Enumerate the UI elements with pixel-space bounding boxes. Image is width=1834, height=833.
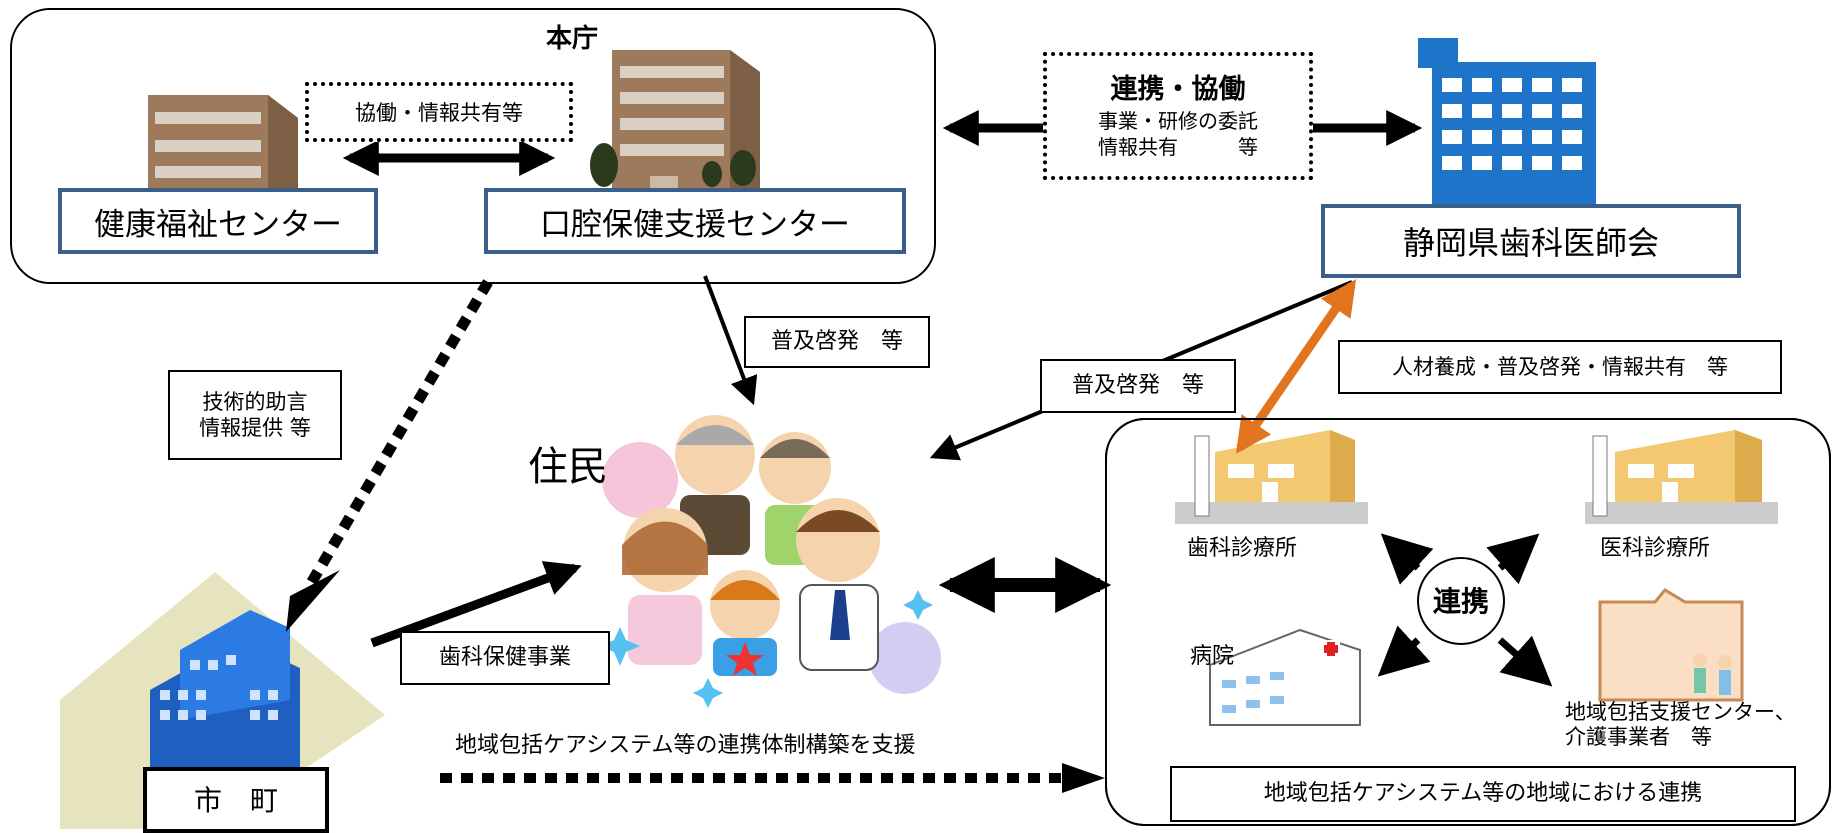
hospital-building-icon bbox=[1209, 628, 1361, 726]
medical-clinic-building-icon bbox=[1585, 430, 1778, 524]
dental-association-building-icon bbox=[1418, 38, 1596, 204]
oral-health-center-building-icon bbox=[590, 50, 760, 188]
community-footer-label: 地域包括ケアシステム等の地域における連携 bbox=[1170, 766, 1796, 822]
hub-to-dental-arrow bbox=[1380, 533, 1434, 585]
headquarters-title: 本庁 bbox=[546, 24, 599, 54]
hub-to-hospital-arrow bbox=[1377, 625, 1431, 677]
municipality-building-icon bbox=[60, 572, 385, 829]
municipality-box: 市 町 bbox=[143, 767, 329, 833]
hospital-label: 病院 bbox=[1190, 644, 1235, 669]
residents-label: 住民 bbox=[528, 444, 608, 490]
cooperation-hub: 連携 bbox=[1417, 557, 1505, 645]
residents-family-icon bbox=[600, 415, 941, 708]
technical-advice-label: 技術的助言 情報提供 等 bbox=[168, 370, 342, 460]
hub-to-care-arrow bbox=[1497, 635, 1553, 687]
health-center-building-icon bbox=[148, 95, 298, 188]
hq-to-municipality-dotted-arrow bbox=[305, 279, 493, 588]
medical-clinic-label: 医科診療所 bbox=[1600, 536, 1711, 561]
oral-health-support-center-box: 口腔保健支援センター bbox=[484, 188, 906, 254]
hub-to-medical-arrow bbox=[1486, 533, 1540, 585]
hq-cooperation-text: 協働・情報共有等 bbox=[355, 101, 523, 125]
association-link-line2: 情報共有 等 bbox=[1098, 134, 1258, 159]
care-label: 地域包括支援センター、 介護事業者 等 bbox=[1565, 700, 1796, 750]
association-link-line1: 事業・研修の委託 bbox=[1098, 108, 1258, 133]
fukyu-label-1: 普及啓発 等 bbox=[744, 316, 930, 368]
support-text: 地域包括ケアシステム等の連携体制構築を支援 bbox=[455, 733, 916, 758]
dental-health-project-label: 歯科保健事業 bbox=[400, 631, 610, 685]
hq-cooperation-label: 協働・情報共有等 bbox=[305, 82, 573, 142]
care-center-building-icon bbox=[1598, 588, 1744, 702]
hq-to-residents-arrow bbox=[703, 275, 758, 406]
dental-association-box: 静岡県歯科医師会 bbox=[1321, 204, 1741, 278]
fukyu-label-2: 普及啓発 等 bbox=[1040, 359, 1236, 413]
municipality-to-residents-arrow bbox=[370, 561, 582, 648]
association-link-box: 連携・協働 事業・研修の委託 情報共有 等 bbox=[1043, 52, 1313, 180]
association-to-dental-clinic-arrow bbox=[1235, 279, 1357, 454]
jinzai-label: 人材養成・普及啓発・情報共有 等 bbox=[1338, 340, 1782, 394]
dental-clinic-label: 歯科診療所 bbox=[1187, 536, 1298, 561]
health-welfare-center-box: 健康福祉センター bbox=[58, 188, 378, 254]
association-link-title: 連携・協働 bbox=[1110, 74, 1246, 106]
